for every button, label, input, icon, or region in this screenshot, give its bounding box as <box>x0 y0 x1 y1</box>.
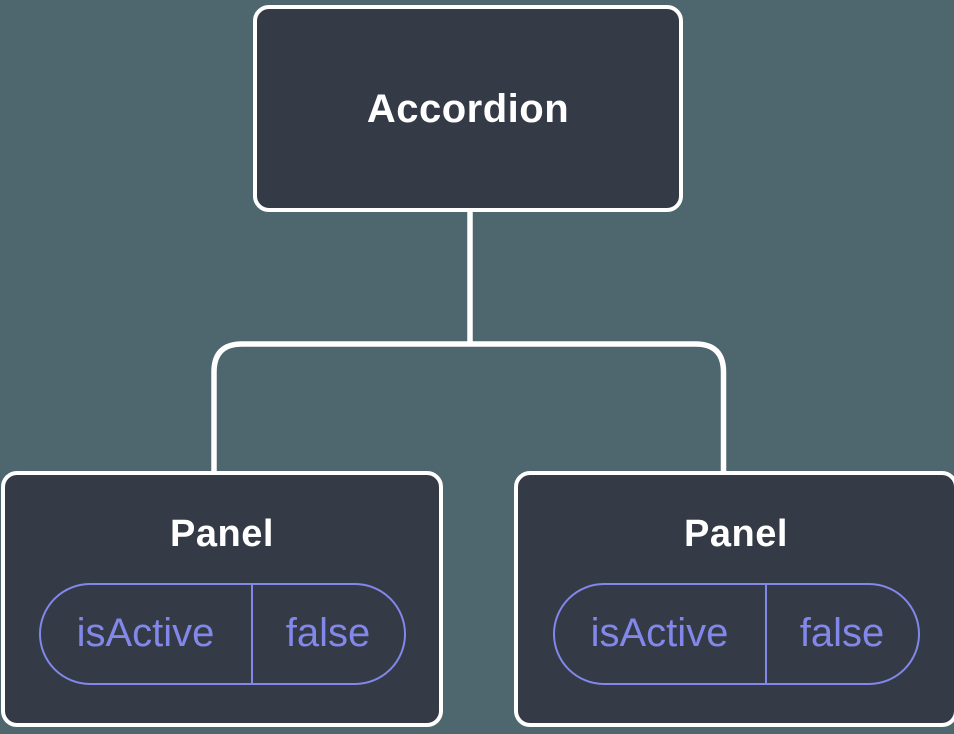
panel-node-right-label: Panel <box>684 513 788 555</box>
panel-node-left-label: Panel <box>170 513 274 555</box>
state-name: isActive <box>41 584 253 683</box>
state-pill: isActive false <box>38 582 406 685</box>
panel-node-right: Panel isActive false <box>514 471 954 727</box>
accordion-node-label: Accordion <box>366 86 570 131</box>
state-name: isActive <box>555 584 767 683</box>
accordion-node: Accordion <box>253 5 683 212</box>
panel-node-left: Panel isActive false <box>1 471 443 727</box>
state-value: false <box>285 611 371 656</box>
state-value: false <box>799 611 885 656</box>
children-bracket-line <box>211 341 727 473</box>
state-pill: isActive false <box>552 582 920 685</box>
